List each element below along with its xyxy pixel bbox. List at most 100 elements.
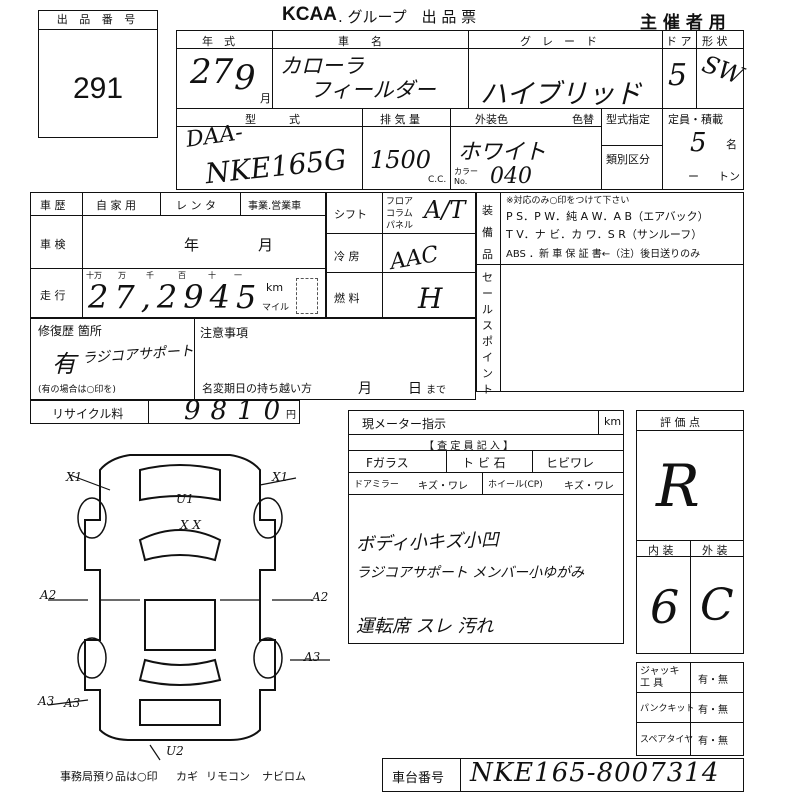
type-designation-label: 型式指定: [606, 113, 650, 126]
puncture-opts: 有・無: [698, 705, 728, 716]
displacement-label: 排 気 量: [380, 113, 420, 126]
puncture-label: パンクキット: [640, 704, 695, 714]
mileage-label: 走 行: [40, 289, 66, 302]
damage-mark-left-rear: A3: [38, 694, 55, 708]
type-label: 型 式: [245, 113, 300, 126]
organizer-label: 主 催 者 用: [640, 13, 726, 33]
footer-navi: ナビロム: [262, 770, 306, 783]
deadline-label: 名変期日の持ち越い方: [202, 382, 312, 395]
score-label: 評 価 点: [660, 416, 700, 429]
damage-mark-right-door: A2: [312, 590, 329, 604]
crack-label: ヒビワレ: [546, 456, 595, 470]
grade-value: ハイブリッド: [480, 79, 642, 110]
color-label: 外装色: [475, 113, 508, 126]
recycle-label: リサイクル料: [52, 407, 124, 421]
cc-unit: C.C.: [428, 175, 447, 185]
damage-mark-hood-2: X X: [180, 518, 201, 532]
model-label: 車 名: [338, 35, 382, 48]
grade-label: グ レ ー ド: [520, 35, 597, 48]
damage-mark-front-left: X1: [66, 470, 83, 484]
inspection-year-unit: 年: [184, 236, 200, 254]
inspection-month-unit: 月: [258, 236, 274, 254]
shift-column: コラム: [386, 209, 413, 219]
history-label: 車 歴: [40, 199, 66, 212]
year-label: 年 式: [202, 35, 235, 48]
chip-label: ト ビ 石: [462, 456, 506, 470]
month-unit: 月: [260, 92, 271, 105]
load-value: ー: [688, 170, 699, 183]
mile-checkbox: [296, 278, 318, 314]
recycle-row: [30, 400, 300, 424]
history-business: 事業.営業車: [248, 201, 302, 212]
inspector-label: 【 査 定 員 記 入 】: [424, 441, 514, 452]
deadline-suffix: まで: [426, 385, 446, 396]
lot-number-box: 出 品 番 号 291: [38, 10, 158, 138]
brand-logo: KCAA: [282, 4, 337, 25]
digit-label-100k: 十万: [86, 271, 102, 280]
damage-mark-hood: U1: [176, 492, 194, 506]
capacity-value: 5: [690, 128, 707, 158]
chassis-value: NKE165-8007314: [470, 758, 720, 788]
fuel-value: H: [418, 282, 443, 315]
deadline-day: 日: [408, 381, 422, 397]
sales-point-label: セールスポイント: [482, 271, 493, 396]
history-rental: レ ン タ: [176, 199, 216, 212]
shape-label: 形 状: [702, 35, 728, 48]
chassis-label: 車台番号: [392, 771, 445, 786]
damage-mark-front-right: X1: [272, 470, 289, 484]
ac-label: 冷 房: [334, 250, 360, 263]
load-unit: トン: [718, 170, 740, 183]
deadline-month: 月: [358, 381, 372, 397]
digit-label-100: 百: [178, 271, 186, 280]
digit-label-1: 一: [234, 271, 242, 280]
mirror-label: ドアミラー: [354, 480, 399, 490]
footer-key: カギ: [176, 770, 198, 783]
shift-label: シフト: [334, 208, 367, 221]
chassis-row: [382, 758, 744, 792]
color-change-label: 色替: [572, 113, 594, 126]
model-value-line1: カローラ: [280, 54, 364, 78]
jack-label: ジャッキ 工 具: [640, 666, 680, 689]
color-value: ホワイト: [458, 140, 547, 165]
displacement-value: 1500: [370, 146, 432, 174]
recycle-value: 9810: [184, 396, 291, 426]
repair-notes-grid: [30, 318, 476, 400]
repair-label: 修復歴 箇所: [38, 324, 102, 338]
interior-value: 6: [650, 580, 680, 634]
vehicle-info-grid: [176, 30, 744, 190]
inspection-label: 車 検: [40, 238, 66, 251]
mirror-opts: キズ・ワレ: [418, 481, 468, 492]
capacity-unit: 名: [726, 138, 737, 151]
shift-panel: パネル: [386, 221, 414, 231]
notes-label: 注意事項: [200, 326, 249, 340]
equipment-panel: [476, 192, 744, 392]
exterior-value: C: [700, 580, 734, 631]
recycle-unit: 円: [286, 410, 296, 421]
equip-line-3: ABS ．新 車 保 証 書←（注）後日送りのみ: [506, 249, 701, 260]
spare-label: スペアタイヤ: [640, 735, 694, 745]
footer-remote: リモコン: [206, 770, 250, 783]
damage-mark-left-rear-2: A3: [64, 696, 81, 710]
month-value: 9: [234, 58, 256, 98]
inspector-comment-3: 運転席 スレ 汚れ: [356, 616, 494, 637]
damage-mark-rear-bumper: U2: [166, 744, 184, 758]
category-label: 類別区分: [606, 153, 650, 166]
km-label: km: [266, 281, 284, 294]
exterior-label: 外 装: [702, 544, 728, 557]
damage-mark-left-door: A2: [40, 588, 57, 602]
digit-label-10k: 万: [118, 271, 126, 280]
glass-label: Fガラス: [366, 456, 409, 470]
lot-number-label: 出 品 番 号: [39, 11, 157, 30]
repair-value: 有: [52, 350, 76, 378]
meter-label: 現メーター指示: [362, 417, 447, 431]
mileage-value: 27,2945: [88, 278, 263, 316]
equip-label: 装備品: [482, 204, 493, 261]
lot-number: 291: [72, 72, 124, 105]
history-grid: [30, 192, 326, 318]
jack-opts: 有・無: [698, 675, 728, 686]
damage-mark-right-rear: A3: [304, 650, 321, 664]
capacity-label: 定員・積載: [668, 113, 723, 126]
equipment-grid: [326, 192, 476, 318]
year-value: 27: [190, 52, 234, 92]
